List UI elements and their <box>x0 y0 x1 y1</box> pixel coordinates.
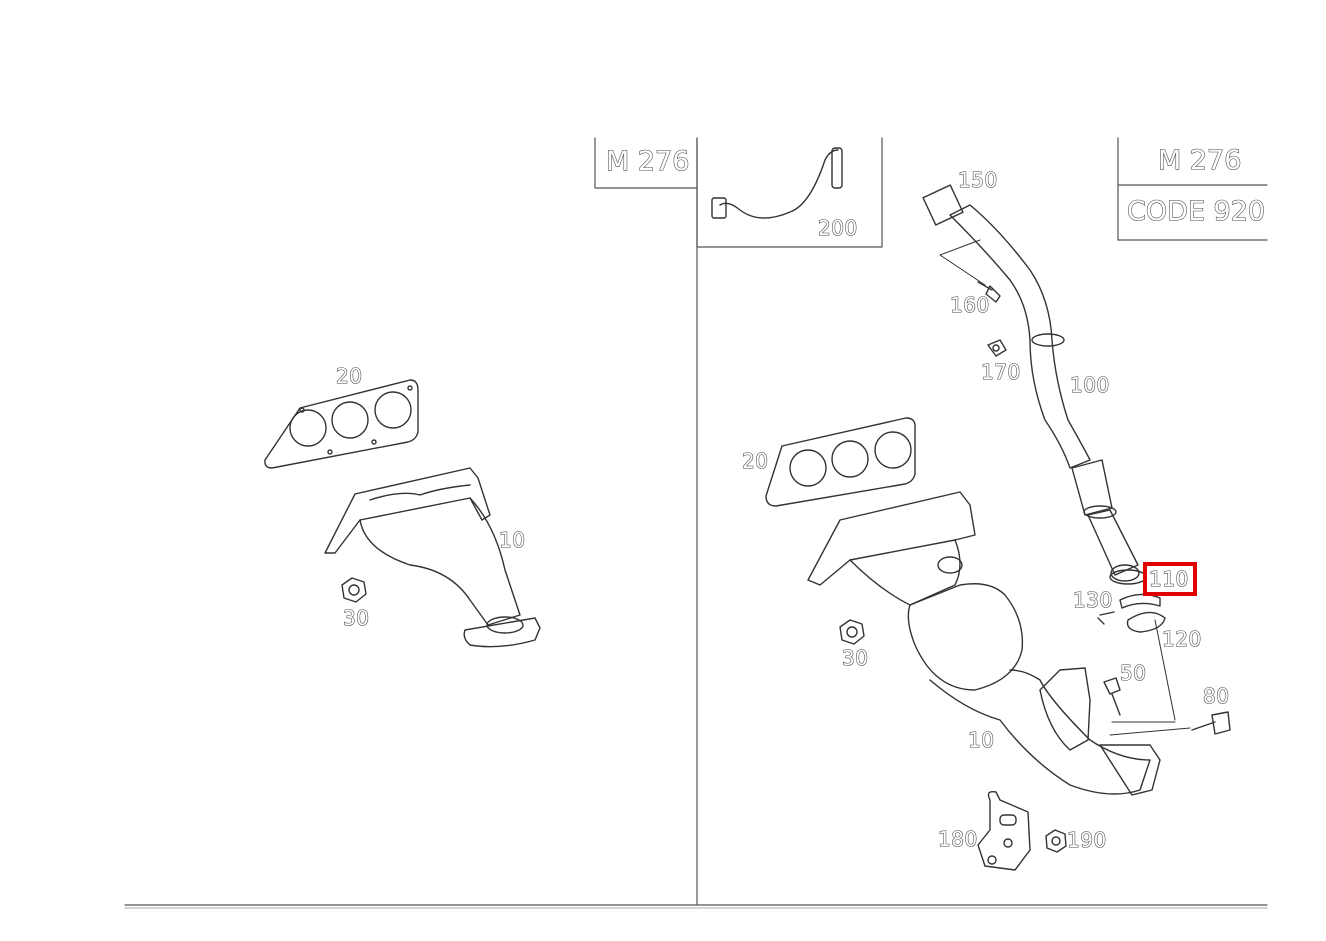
part-label-10-right[interactable]: 10 <box>967 728 995 752</box>
left-gasket-20 <box>264 379 419 469</box>
part-label-190[interactable]: 190 <box>1066 828 1107 852</box>
part-label-150[interactable]: 150 <box>957 168 998 192</box>
part-label-50[interactable]: 50 <box>1119 661 1147 685</box>
part-label-80[interactable]: 80 <box>1202 684 1230 708</box>
left-model-header: M 276 <box>605 146 690 177</box>
leader-lines <box>939 239 1191 736</box>
right-gasket-20 <box>765 417 916 507</box>
part-label-20-left[interactable]: 20 <box>335 364 363 388</box>
part-label-30-left[interactable]: 30 <box>342 606 370 630</box>
part-label-30-right[interactable]: 30 <box>841 646 869 670</box>
frame <box>124 137 1268 909</box>
part-label-200[interactable]: 200 <box>817 216 858 240</box>
bolt-50 <box>1103 677 1121 716</box>
pipe-100 <box>922 184 1140 582</box>
part-label-130[interactable]: 130 <box>1072 588 1113 612</box>
part-label-170[interactable]: 170 <box>980 360 1021 384</box>
bolt-160 <box>977 281 1001 303</box>
left-manifold-10 <box>324 467 541 648</box>
right-nut-30 <box>839 619 865 645</box>
right-manifold-10 <box>807 491 1161 796</box>
right-model-header: M 276 <box>1157 145 1242 176</box>
bolt-170 <box>987 339 1007 357</box>
nut-190 <box>1045 829 1067 853</box>
part-label-10-left[interactable]: 10 <box>498 528 526 552</box>
highlight-box-110 <box>1143 562 1197 596</box>
bolt-80 <box>1191 711 1231 735</box>
clamp-120 <box>1126 611 1166 633</box>
part-label-20-right[interactable]: 20 <box>741 449 769 473</box>
sensor-200 <box>711 147 843 219</box>
part-label-100[interactable]: 100 <box>1069 373 1110 397</box>
left-nut-30 <box>341 577 367 603</box>
part-label-160[interactable]: 160 <box>949 293 990 317</box>
part-label-120[interactable]: 120 <box>1161 627 1202 651</box>
clamp-130 <box>1097 593 1161 625</box>
clamp-110 <box>1109 569 1147 585</box>
part-label-110[interactable]: 110 <box>1148 567 1189 591</box>
right-code-header: CODE 920 <box>1126 196 1266 227</box>
bracket-180 <box>977 790 1031 871</box>
part-label-180[interactable]: 180 <box>937 827 978 851</box>
